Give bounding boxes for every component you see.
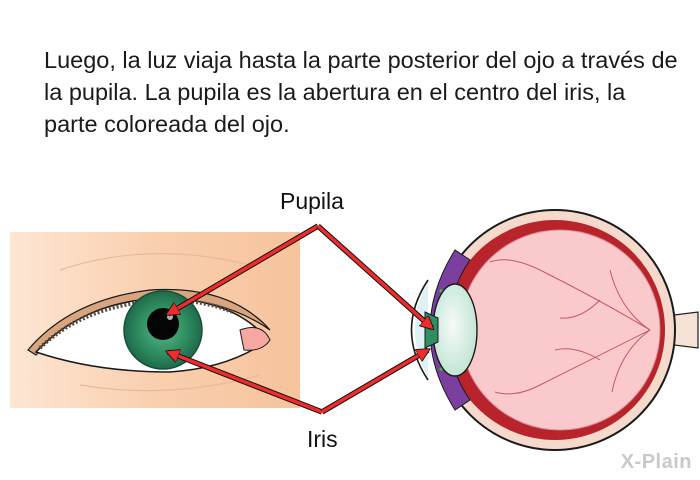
arrow-pupil-to-external bbox=[168, 224, 319, 314]
arrow-iris-to-external bbox=[168, 352, 323, 414]
arrow-iris-to-section bbox=[321, 350, 428, 414]
brand-logo: X-Plain bbox=[620, 451, 692, 473]
vitreous-body bbox=[459, 229, 661, 431]
lens bbox=[432, 283, 478, 377]
cornea bbox=[410, 279, 429, 381]
iris-section bbox=[424, 311, 439, 349]
label-pupil: Pupila bbox=[280, 188, 344, 214]
callout-arrows bbox=[168, 223, 432, 415]
external-eye-illustration bbox=[10, 232, 300, 408]
eyeball-cross-section bbox=[410, 209, 699, 451]
intro-paragraph: Luego, la luz viaja hasta la parte poste… bbox=[44, 47, 678, 137]
eyelashes bbox=[38, 297, 233, 350]
arrow-pupil-to-section bbox=[316, 224, 432, 328]
label-iris: Iris bbox=[307, 426, 338, 452]
tear-duct bbox=[239, 327, 271, 351]
